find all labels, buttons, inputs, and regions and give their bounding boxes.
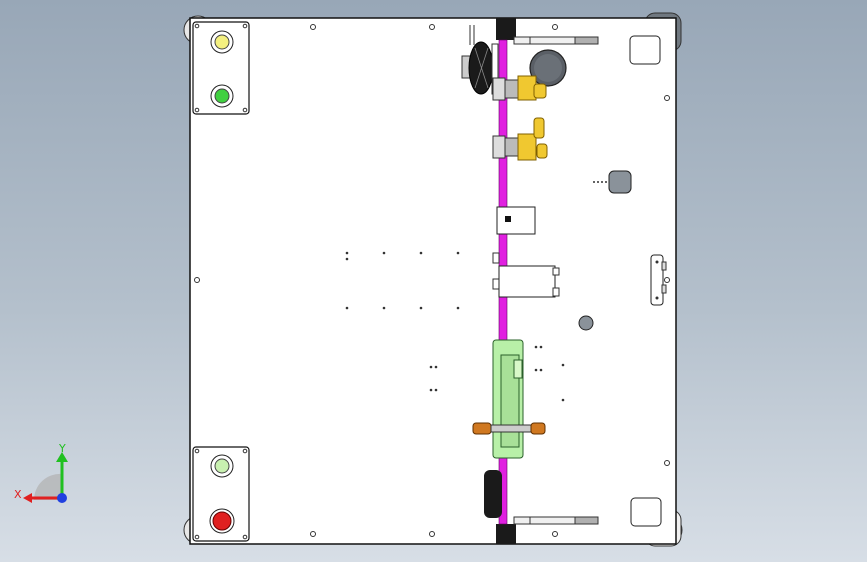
switch-block[interactable] [496, 206, 536, 235]
rail-end-top [496, 18, 516, 40]
hole-grid [345, 181, 607, 402]
gray-knob[interactable] [608, 170, 632, 194]
sensor-round[interactable] [578, 315, 594, 331]
cylinder-block[interactable] [492, 252, 560, 298]
brass-valve-upper[interactable] [492, 75, 547, 101]
slide-rails [513, 36, 599, 525]
indicator-box-top[interactable] [192, 21, 250, 115]
z-axis [57, 493, 67, 503]
motor-round[interactable] [529, 49, 567, 87]
x-axis-label: X [14, 488, 22, 501]
fan-part[interactable] [461, 25, 499, 95]
brass-valve-lower[interactable] [492, 117, 548, 161]
dark-block[interactable] [484, 470, 502, 518]
y-axis-label: Y [58, 442, 66, 455]
green-fixture[interactable] [492, 339, 524, 459]
corner-blocks [629, 35, 662, 527]
rail-end-bottom [496, 524, 516, 544]
indicator-box-bottom[interactable] [192, 446, 250, 542]
base-plate[interactable] [189, 17, 677, 545]
right-bracket[interactable] [650, 254, 667, 306]
axis-triad: Y X [14, 442, 68, 503]
copper-rod[interactable] [472, 422, 546, 435]
